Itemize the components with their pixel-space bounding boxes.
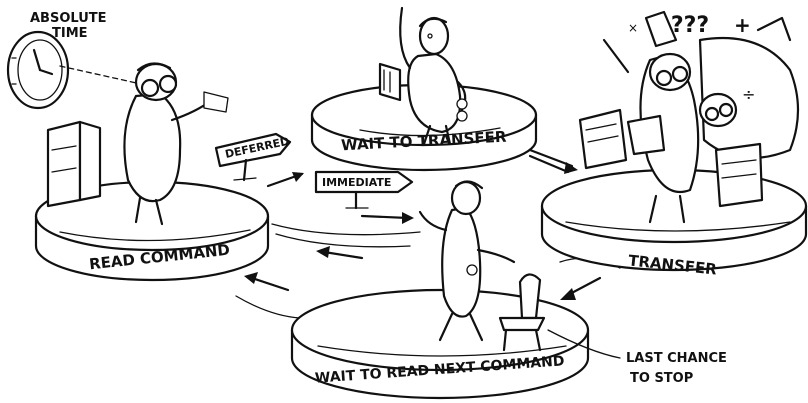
svg-text:×: × [628,21,638,35]
svg-text:÷: ÷ [742,85,755,104]
arrow-wait-next-to-read [252,278,288,290]
last-chance-label: LAST CHANCE TO STOP [626,351,731,386]
svg-text:+: + [734,13,751,37]
last-chance-line-1: LAST CHANCE [626,351,727,366]
immediate-sign-label: IMMEDIATE [322,176,391,189]
absolute-time-line-2: TIME [52,26,88,41]
absolute-time-line-1: ABSOLUTE [30,11,107,26]
arrow-immediate [362,216,408,218]
clock-icon [8,32,68,108]
question-marks: ??? [671,13,709,38]
last-chance-line-2: TO STOP [630,371,693,386]
cabinet-icon [48,122,100,206]
arrow-return [324,252,362,258]
